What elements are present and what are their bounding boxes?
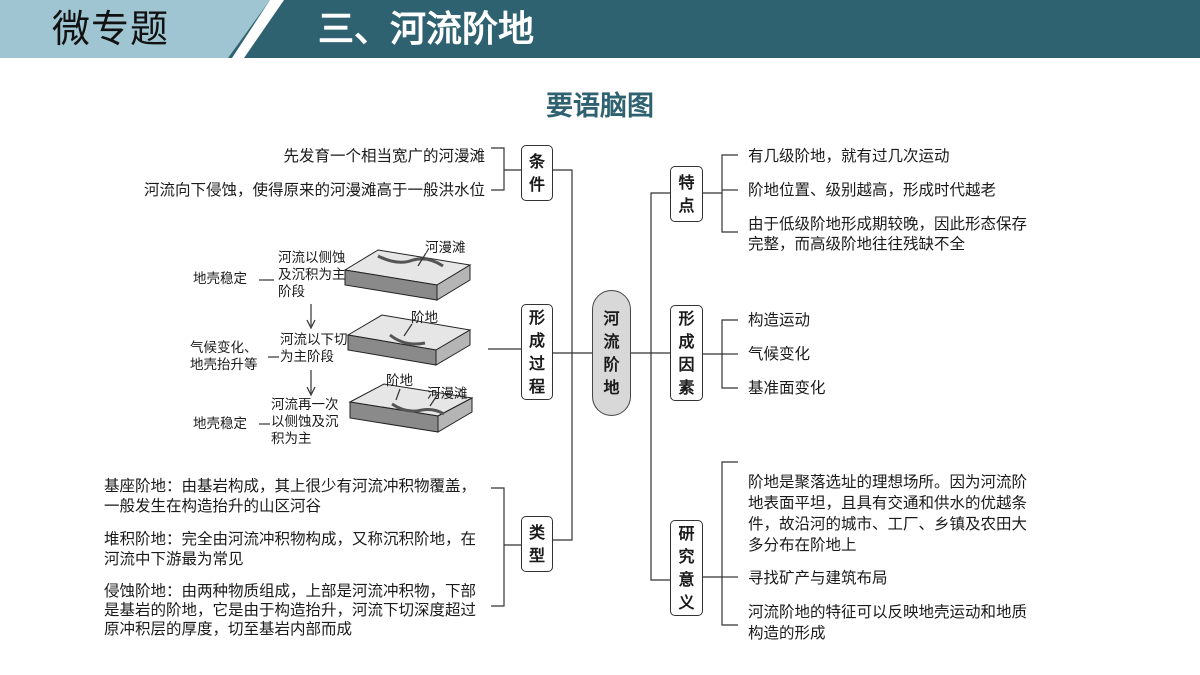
feature-item: 有几级阶地，就有过几次运动 xyxy=(748,147,950,165)
process-desc: 河流以下切为主阶段 xyxy=(280,332,348,365)
header-tag: 微专题 xyxy=(52,7,170,51)
factor-item: 基准面变化 xyxy=(748,379,826,397)
box-process: 形成过程 xyxy=(521,304,553,400)
box-features: 特点 xyxy=(670,166,703,222)
box-features-label: 特点 xyxy=(678,173,695,215)
box-types-label: 类型 xyxy=(528,523,545,565)
process-tag: 阶地 xyxy=(386,373,413,389)
process-tag: 河漫滩 xyxy=(425,240,466,256)
terrace-block-2 xyxy=(346,314,472,366)
condition-item: 河流向下侵蚀，使得原来的河漫滩高于一般洪水位 xyxy=(143,181,485,199)
feature-item: 阶地位置、级别越高，形成时代越老 xyxy=(748,181,997,199)
process-tag: 阶地 xyxy=(411,310,438,326)
box-significance-label: 研究意义 xyxy=(678,524,695,612)
process-desc: 河流再一次以侧蚀及沉积为主 xyxy=(271,397,339,447)
type-item: 堆积阶地：完全由河流冲积物构成，又称沉积阶地，在河流中下游最为常见 xyxy=(104,530,477,568)
process-desc: 河流以侧蚀及沉积为主阶段 xyxy=(278,250,346,300)
bracket-types xyxy=(491,487,505,607)
box-factors: 形成因素 xyxy=(670,305,703,401)
center-node-label: 河流阶地 xyxy=(603,309,620,397)
box-conditions: 条件 xyxy=(521,145,553,201)
trunk-left xyxy=(553,169,573,541)
header-tag-background xyxy=(0,0,270,58)
feature-item: 由于低级阶地形成期较晚，因此形态保存完整，而高级阶地往往残缺不全 xyxy=(748,215,1028,253)
header-title: 三、河流阶地 xyxy=(318,9,535,50)
box-factors-label: 形成因素 xyxy=(678,309,695,397)
bracket-conditions xyxy=(491,147,505,191)
significance-item: 寻找矿产与建筑布局 xyxy=(748,569,888,587)
diagram-title: 要语脑图 xyxy=(546,91,654,122)
process-cause: 气候变化、地壳抬升等 xyxy=(190,340,258,373)
condition-item: 先发育一个相当宽广的河漫滩 xyxy=(283,147,485,165)
center-node: 河流阶地 xyxy=(592,290,631,416)
box-process-label: 形成过程 xyxy=(528,308,545,396)
process-cause: 地壳稳定 xyxy=(193,271,247,287)
process-cause: 地壳稳定 xyxy=(193,416,247,432)
box-types: 类型 xyxy=(521,516,553,572)
trunk-right xyxy=(650,192,670,581)
bracket-significance xyxy=(721,461,738,626)
significance-item: 河流阶地的特征可以反映地壳运动和地质构造的形成 xyxy=(748,603,1028,642)
box-significance: 研究意义 xyxy=(670,520,703,616)
bracket-features xyxy=(721,154,738,233)
significance-item: 阶地是聚落选址的理想场所。因为河流阶地表面平坦，且具有交通和供水的优越条件，故沿… xyxy=(748,473,1028,554)
box-conditions-label: 条件 xyxy=(528,152,545,194)
type-item: 侵蚀阶地：由两种物质组成，上部是河流冲积物，下部是基岩的阶地，它是由于构造抬升，… xyxy=(104,582,477,638)
process-tag: 河漫滩 xyxy=(427,386,468,402)
terrace-block-3 xyxy=(348,383,474,433)
factor-item: 气候变化 xyxy=(748,345,811,363)
factor-item: 构造运动 xyxy=(748,311,811,329)
type-item: 基座阶地：由基岩构成，其上很少有河流冲积物覆盖，一般发生在构造抬升的山区河谷 xyxy=(104,477,477,515)
terrace-block-1 xyxy=(343,249,472,301)
